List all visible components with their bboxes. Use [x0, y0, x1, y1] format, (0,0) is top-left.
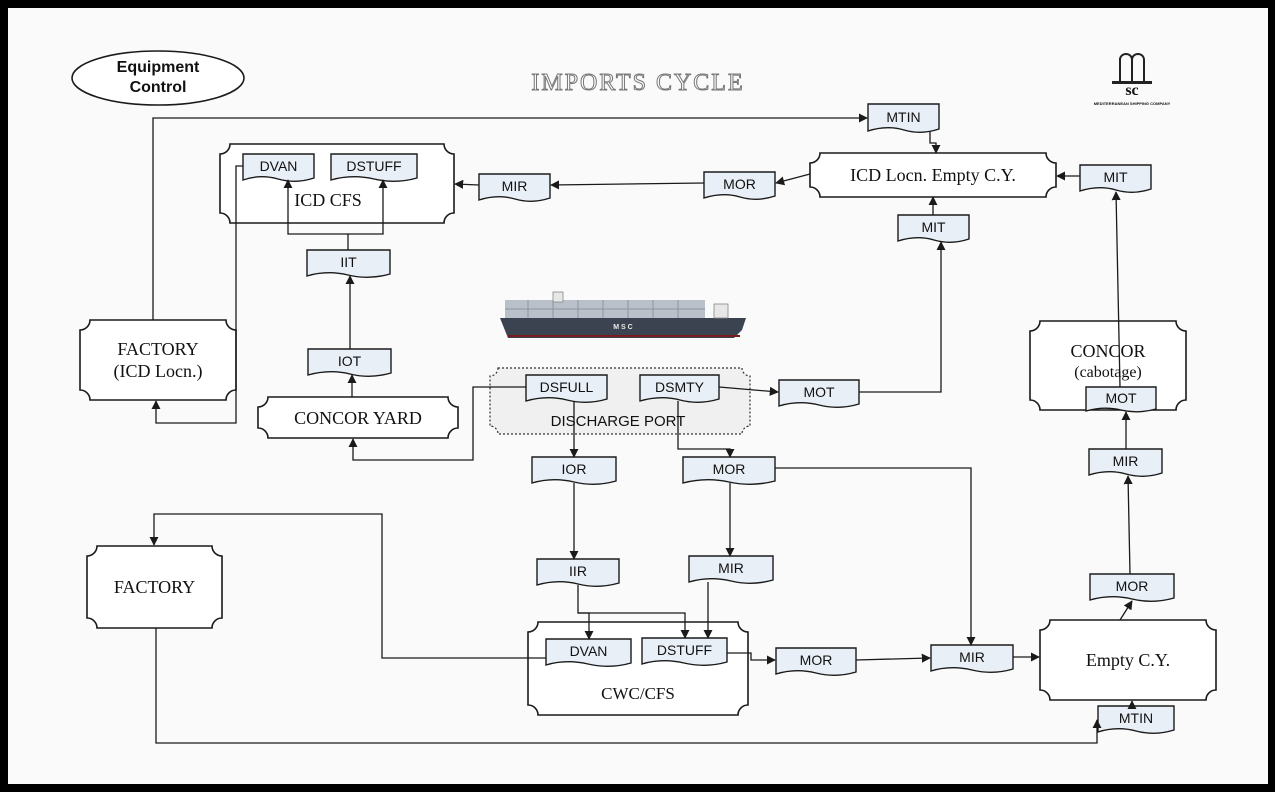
factory-icd-line1: FACTORY	[117, 338, 198, 360]
icd-cfs-label: ICD CFS	[268, 188, 388, 212]
equipment-control-line2: Control	[130, 78, 187, 98]
mor-mid-label: MOR	[683, 457, 775, 481]
dvan-bottom-label: DVAN	[546, 639, 631, 663]
mir-top-label: MIR	[479, 174, 550, 198]
mir-to-icd-cfs-line	[455, 184, 479, 185]
mot-mid-label: MOT	[779, 380, 859, 404]
mir-mid-label: MIR	[689, 556, 773, 580]
logo-tagline: MEDITERRANEAN SHIPPING COMPANY	[1076, 100, 1188, 106]
mtin-bottom-label: MTIN	[1098, 706, 1174, 730]
concor-cabotage-line1: CONCOR	[1070, 340, 1145, 362]
concor-cabotage-label: CONCOR (cabotage)	[1030, 340, 1186, 384]
mtin-to-icd-empty-line	[930, 131, 936, 153]
dvan-top-label: DVAN	[243, 154, 314, 178]
mir-cab-label: MIR	[1089, 449, 1162, 473]
factory-icd-label: FACTORY (ICD Locn.)	[80, 330, 236, 390]
mit-mid-label: MIT	[898, 215, 969, 239]
factory-label: FACTORY	[87, 575, 222, 599]
empty-cy-label: Empty C.Y.	[1040, 648, 1216, 672]
imports-cycle-page: Equipment Control IMPORTS CYCLE m sc MED…	[8, 8, 1268, 784]
mor-right-label: MOR	[1090, 574, 1174, 598]
mit-right-label: MIT	[1080, 165, 1151, 189]
mor-bottom-label: MOR	[776, 648, 856, 672]
dsmty-label: DSMTY	[640, 375, 719, 399]
mir-bottom-label: MIR	[931, 645, 1013, 669]
mot-cab-label: MOT	[1086, 387, 1156, 409]
equipment-control-label: Equipment Control	[92, 56, 224, 100]
mtin-top-label: MTIN	[868, 104, 939, 129]
mor-mid-to-mir-bottom-line	[775, 468, 971, 645]
iot-label: IOT	[308, 349, 391, 373]
cwc-cfs-label: CWC/CFS	[568, 682, 708, 706]
icd-empty-to-mor-line	[776, 174, 810, 183]
mor-top-label: MOR	[704, 172, 775, 196]
dstuff-top-label: DSTUFF	[331, 154, 417, 178]
factory-icd-line2: (ICD Locn.)	[114, 360, 203, 382]
mor-bottom-to-mir-line	[856, 658, 930, 660]
dstuff-bottom-label: DSTUFF	[642, 638, 727, 662]
equipment-control-line1: Equipment	[117, 58, 200, 78]
logo-bottom-letters: sc	[1110, 82, 1154, 100]
concor-yard-label: CONCOR YARD	[258, 406, 458, 430]
dsfull-label: DSFULL	[526, 375, 607, 399]
concor-cabotage-line2: (cabotage)	[1074, 362, 1142, 384]
page-title: IMPORTS CYCLE	[488, 66, 788, 100]
empty-to-mor-right-line	[1120, 601, 1132, 620]
ior-label: IOR	[532, 457, 616, 481]
iir-label: IIR	[537, 559, 619, 583]
iit-label: IIT	[307, 250, 390, 274]
mor-to-mir-line	[551, 183, 704, 185]
ship-marking: M S C	[593, 320, 653, 334]
discharge-port-label: DISCHARGE PORT	[528, 411, 708, 431]
icd-empty-cy-label: ICD Locn. Empty C.Y.	[820, 163, 1046, 187]
mor-right-to-mir-cab-line	[1128, 476, 1130, 574]
mot-to-mit-mid-line	[859, 242, 941, 392]
